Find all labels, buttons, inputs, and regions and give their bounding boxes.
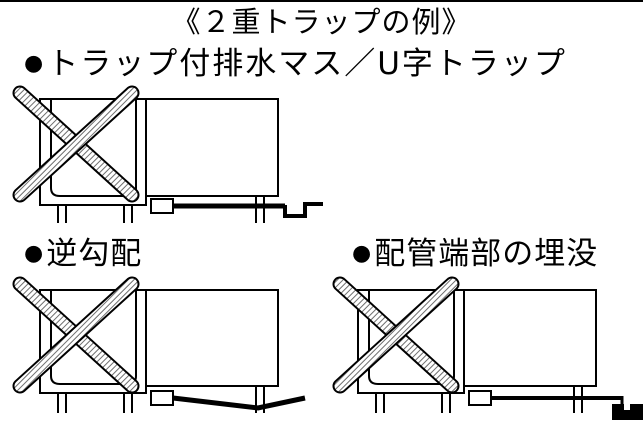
bullet-icon: ●	[352, 241, 373, 266]
cross-mark-2	[12, 276, 140, 394]
u-trap	[283, 202, 323, 218]
bullet-icon: ●	[24, 241, 45, 266]
ground-block	[612, 404, 643, 420]
cross-mark-3	[332, 276, 460, 394]
example-3-label: 配管端部の埋没	[374, 236, 599, 272]
counter-1	[145, 98, 279, 197]
example-1-heading: ●トラップ付排水マス／U字トラップ	[24, 46, 567, 82]
bullet-icon: ●	[24, 51, 46, 76]
example-3-drawing	[357, 289, 643, 420]
page-title: 《２重トラップの例》	[171, 5, 472, 39]
reverse-slope-pipe	[172, 395, 306, 411]
example-2-heading: ●逆勾配	[24, 236, 142, 272]
trap-box-2	[150, 390, 174, 406]
example-2-drawing	[39, 289, 306, 413]
counter-2	[145, 289, 279, 387]
cross-mark-1	[12, 85, 140, 203]
example-1-label: トラップ付排水マス／U字トラップ	[47, 46, 567, 82]
trap-box-1	[150, 198, 174, 214]
example-1-drawing	[39, 98, 323, 223]
trap-box-3	[468, 390, 492, 406]
example-3-heading: ●配管端部の埋没	[352, 236, 598, 272]
counter-3	[463, 289, 597, 387]
example-2-label: 逆勾配	[46, 236, 143, 272]
